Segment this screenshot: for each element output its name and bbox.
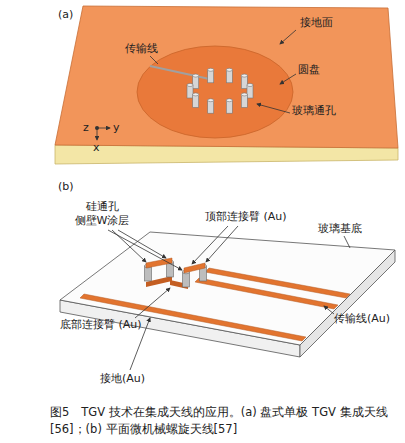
part-label: 顶部连接臂 (Au) [205, 210, 287, 224]
drawing-use [187, 84, 193, 99]
drawing-use [208, 68, 214, 83]
drawing-line [97, 128, 98, 140]
drawing-use [241, 93, 247, 108]
axis-label: z [83, 121, 89, 135]
part-label: 底部连接臂 (Au) [60, 318, 142, 332]
part-label: 圆盘 [298, 63, 320, 77]
drawing-polygon [55, 6, 398, 148]
drawing-ellipse [137, 46, 293, 138]
drawing-use [208, 99, 214, 114]
part-label: 传输线 [125, 42, 158, 56]
drawing-use [241, 74, 247, 89]
drawing-line [150, 66, 214, 80]
drawing-use [193, 74, 199, 89]
drawing-line [135, 288, 170, 318]
drawing-line [344, 236, 350, 248]
drawing-polygon [184, 263, 205, 273]
part-label: 玻璃通孔 [292, 104, 336, 118]
panel-letter: (a) [58, 8, 73, 22]
drawing-use [226, 99, 232, 114]
part-label: 接地面 [300, 16, 333, 30]
panel-letter: (b) [58, 180, 74, 194]
drawing-line [150, 56, 158, 64]
drawing-line [280, 30, 296, 44]
part-label: 接地(Au) [100, 372, 145, 386]
axis-label: y [113, 121, 120, 135]
drawing-line [280, 74, 296, 84]
drawing-line [97, 128, 110, 129]
drawing-polygon [80, 294, 306, 341]
drawing-polygon [195, 278, 338, 309]
drawing-polygon [146, 258, 172, 268]
drawing-line [257, 104, 290, 113]
drawing-line [324, 306, 334, 314]
figure-caption: 图5 TGV 技术在集成天线的应用。(a) 盘式单极 TGV 集成天线[56]；… [50, 404, 395, 439]
drawing-line [192, 226, 228, 264]
axis-label: x [93, 141, 100, 155]
drawing-polygon [60, 232, 395, 345]
drawing-use [247, 84, 253, 99]
drawing-use [226, 68, 232, 83]
part-label: 传输线(Au) [334, 312, 390, 326]
drawing-line [118, 230, 166, 258]
drawing-line [206, 226, 238, 262]
part-label: 硅通孔 侧壁W涂层 [70, 200, 134, 228]
drawing-use [193, 93, 199, 108]
drawing-line [108, 230, 182, 270]
part-label: 玻璃基底 [318, 222, 362, 236]
